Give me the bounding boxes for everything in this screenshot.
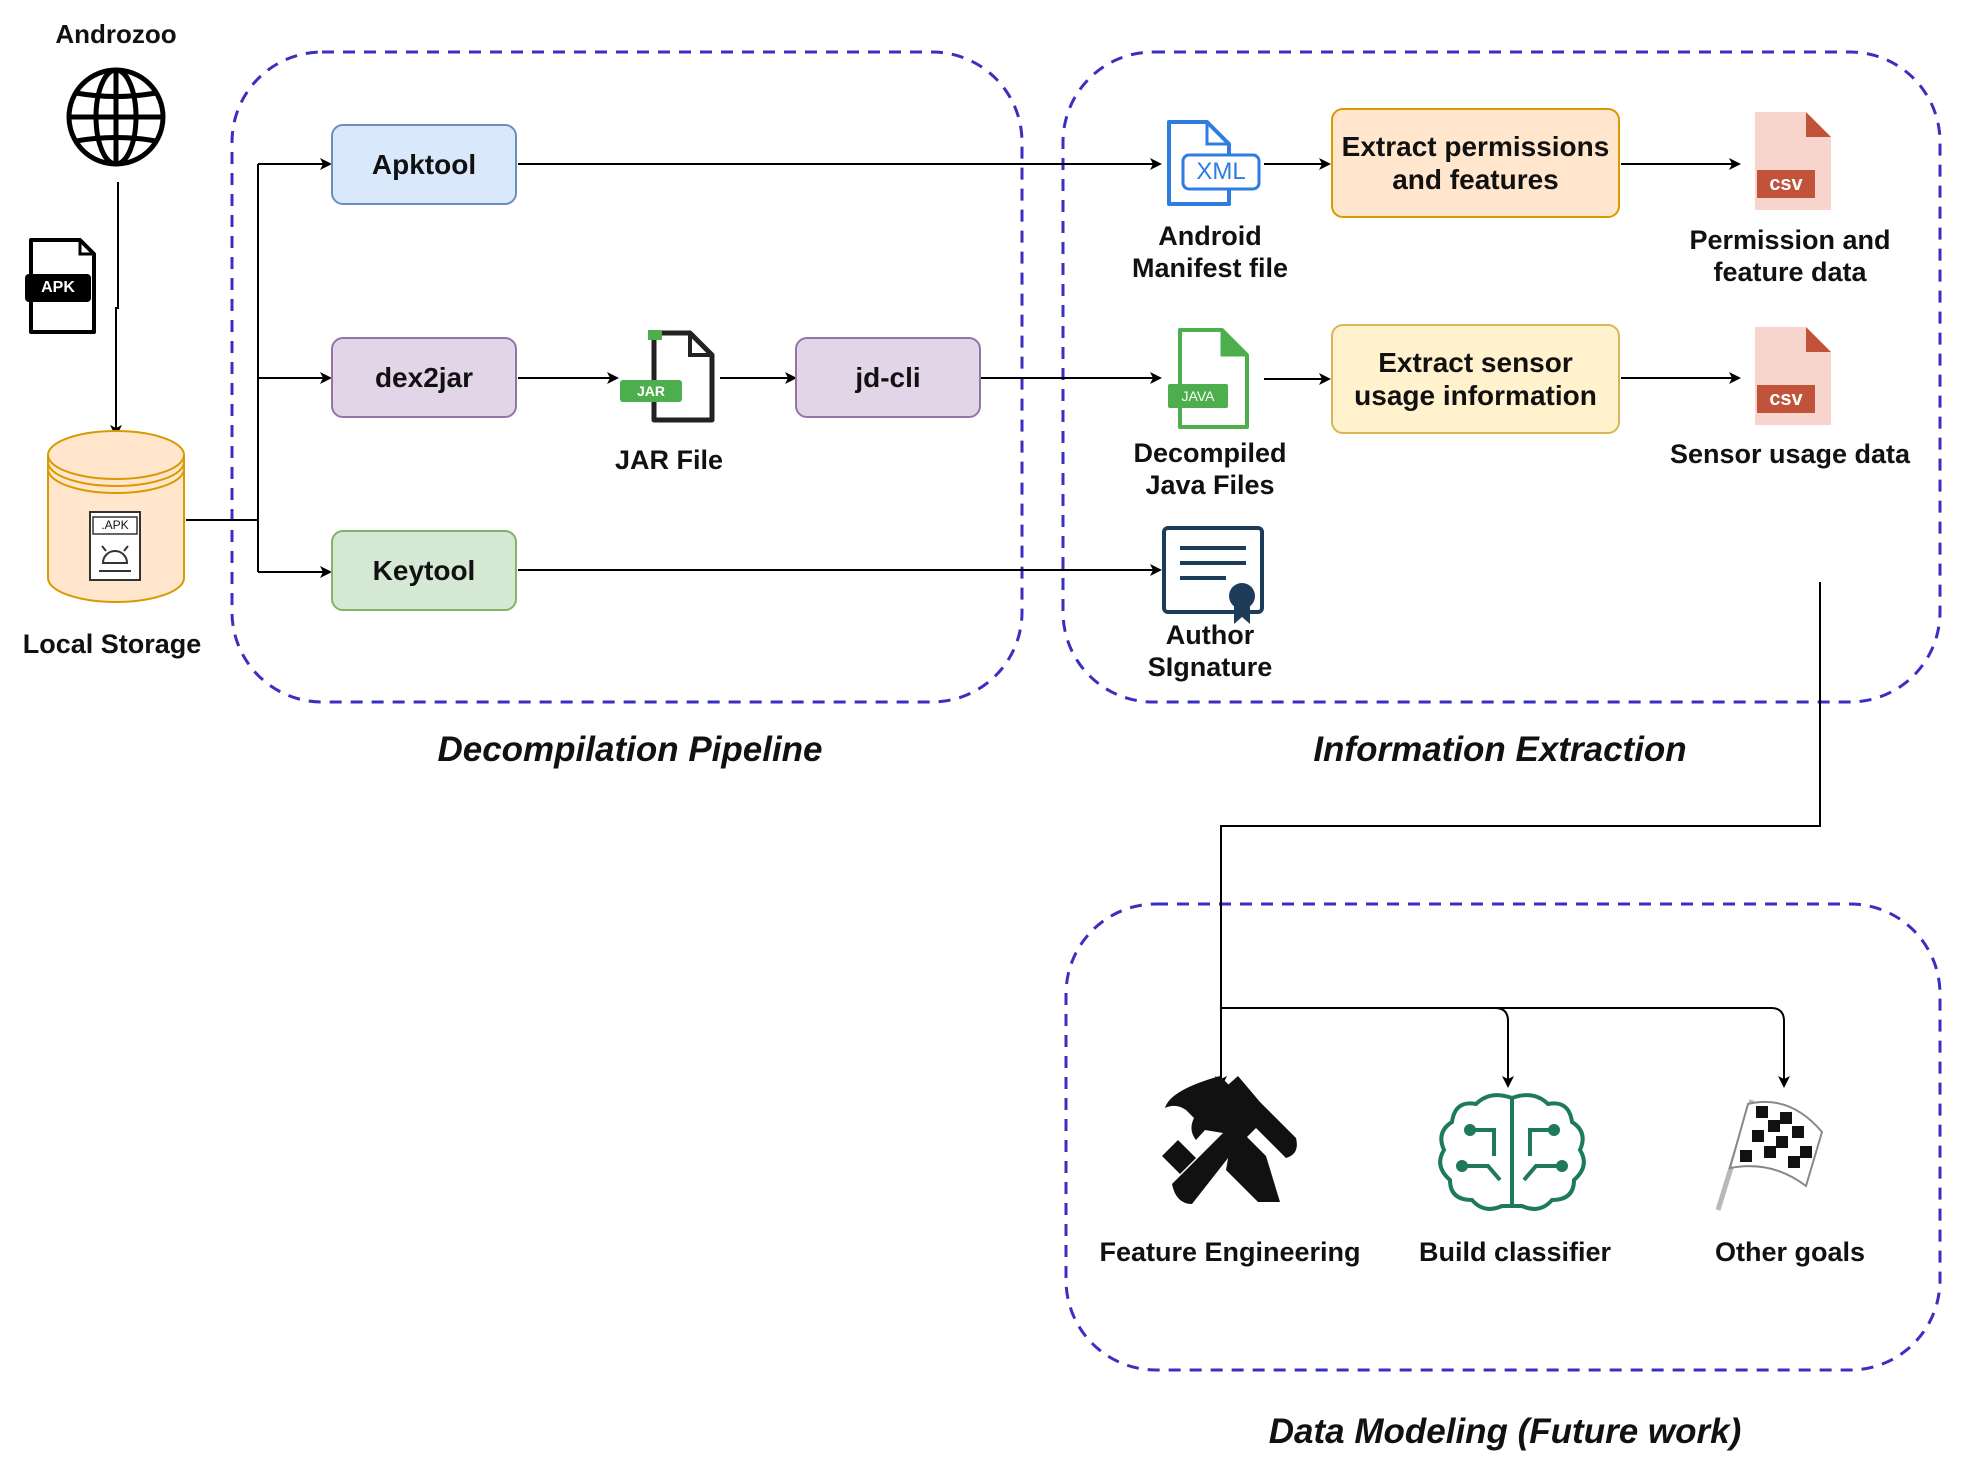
modeling-group-title: Data Modeling (Future work) [1268, 1412, 1742, 1451]
csv-badge: csv [1769, 173, 1803, 195]
other-goals-label: Other goals [1714, 1237, 1866, 1267]
checkered-flag-icon [1715, 1099, 1824, 1211]
extract-sensor-node[interactable]: Extract sensor usage information [1331, 324, 1620, 434]
apktool-node[interactable]: Apktool [331, 124, 517, 205]
xml-badge: XML [1196, 158, 1246, 185]
jar-badge: JAR [636, 383, 665, 399]
apk-badge: APK [41, 279, 75, 296]
tools-icon [1162, 1076, 1297, 1204]
fanout-to-classifier-connector [1221, 1007, 1514, 1088]
storage-badge: .APK [101, 518, 129, 532]
androzoo-to-storage-connector [110, 182, 122, 437]
jar-file-icon [620, 330, 715, 423]
sensor-data-label: Sensor usage data [1669, 439, 1911, 469]
modeling-group [1064, 902, 1942, 1372]
author-signature-label: Author SIgnature [1147, 620, 1273, 682]
java-file-icon [1168, 328, 1249, 429]
extract-permissions-node[interactable]: Extract permissions and features [1331, 108, 1620, 218]
androzoo-label: Androzoo [55, 19, 177, 49]
dex2jar-node[interactable]: dex2jar [331, 337, 517, 418]
apk-file-icon [25, 238, 96, 334]
fanout-to-other-goals-connector [1495, 1007, 1790, 1088]
csv-file-icon [1755, 327, 1831, 425]
feature-engineering-label: Feature Engineering [1099, 1237, 1361, 1267]
jdcli-node[interactable]: jd-cli [795, 337, 981, 418]
decompilation-group-title: Decompilation Pipeline [437, 730, 823, 769]
database-icon [47, 430, 185, 603]
decompilation-group [230, 50, 1024, 704]
extraction-group-title: Information Extraction [1313, 730, 1687, 769]
xml-file-icon [1167, 120, 1261, 206]
csv-badge: csv [1769, 388, 1803, 410]
manifest-label: Android Manifest file [1131, 221, 1289, 283]
connectors [110, 158, 1821, 1088]
android-icon [101, 550, 129, 564]
permission-data-label: Permission and feature data [1689, 225, 1891, 287]
brain-circuit-icon [1438, 1093, 1586, 1211]
jar-file-label: JAR File [614, 445, 724, 475]
certificate-icon [1162, 526, 1264, 624]
globe-icon [66, 67, 166, 167]
extraction-to-modeling-connector [1215, 582, 1821, 1088]
csv-file-icon [1755, 112, 1831, 210]
java-badge: JAVA [1181, 388, 1215, 404]
decompiled-java-label: Decompiled Java Files [1133, 438, 1287, 500]
build-classifier-label: Build classifier [1418, 1237, 1612, 1267]
local-storage-label: Local Storage [22, 629, 202, 659]
keytool-node[interactable]: Keytool [331, 530, 517, 611]
